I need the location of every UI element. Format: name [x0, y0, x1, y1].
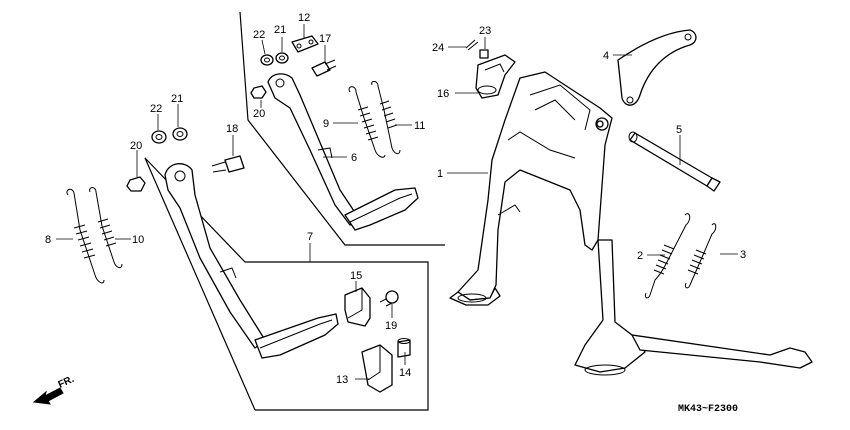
bolt-17	[311, 59, 337, 77]
callout-4: 4	[603, 50, 609, 62]
callout-8: 8	[45, 234, 51, 246]
switch-15	[344, 287, 371, 327]
callout-19: 19	[385, 320, 397, 332]
spring-3	[685, 223, 717, 289]
upper-inset-frame	[239, 11, 445, 246]
callout-22-lower: 22	[150, 103, 162, 115]
stopper-bracket	[617, 29, 697, 106]
callout-17: 17	[319, 33, 331, 45]
pin-24	[465, 39, 479, 51]
lower-inset-frame	[144, 157, 429, 411]
callout-20-upper: 20	[253, 108, 265, 120]
front-arrow-icon	[32, 387, 64, 405]
callout-21-upper: 21	[274, 24, 286, 36]
callout-14: 14	[399, 367, 411, 379]
spring-9	[348, 86, 386, 158]
callout-3: 3	[740, 249, 746, 261]
leader-lines	[56, 24, 738, 380]
side-stand-lower	[164, 163, 339, 359]
callout-21-lower: 21	[171, 93, 183, 105]
bolt-23	[479, 49, 489, 59]
rubber-13	[361, 344, 393, 393]
washer-21-lower	[172, 127, 188, 141]
callout-10: 10	[132, 234, 144, 246]
callout-24: 24	[432, 42, 444, 54]
callout-22-upper: 22	[253, 29, 265, 41]
bolt-19	[379, 290, 399, 307]
nut-20-upper	[250, 85, 267, 99]
callout-13: 13	[336, 374, 348, 386]
bracket-16	[475, 54, 516, 99]
nut-20-lower	[126, 176, 146, 192]
washer-21-upper	[275, 52, 289, 64]
spring-2	[645, 213, 691, 299]
collar-14	[397, 338, 411, 358]
spring-10	[89, 187, 123, 269]
bolt-18	[211, 155, 245, 173]
callout-18: 18	[226, 123, 238, 135]
spring-8	[66, 188, 105, 284]
drawing-code: MK43~F2300	[678, 404, 738, 415]
front-label: FR.	[57, 374, 76, 391]
spring-11	[371, 80, 401, 155]
callout-9: 9	[323, 118, 329, 130]
callout-7: 7	[307, 231, 313, 243]
washer-22-upper	[260, 54, 274, 66]
callout-16: 16	[437, 88, 449, 100]
callout-6: 6	[351, 152, 357, 164]
callouts: 1 2 3 4 5 6 7 8 10 9 11 12 13 14 15 16 1…	[45, 12, 746, 386]
callout-11: 11	[414, 120, 425, 132]
callout-20-lower: 20	[130, 140, 142, 152]
callout-1: 1	[437, 168, 443, 180]
main-stand	[449, 71, 813, 376]
front-direction-marker: FR.	[32, 374, 76, 405]
callout-15: 15	[350, 270, 362, 282]
callout-5: 5	[676, 124, 682, 136]
washer-22-lower	[151, 130, 167, 144]
side-stand-upper	[267, 73, 419, 231]
callout-2: 2	[637, 250, 643, 262]
callout-12: 12	[298, 12, 310, 24]
callout-23: 23	[479, 25, 491, 37]
plate-12	[291, 35, 319, 53]
pivot-shaft	[628, 131, 721, 192]
